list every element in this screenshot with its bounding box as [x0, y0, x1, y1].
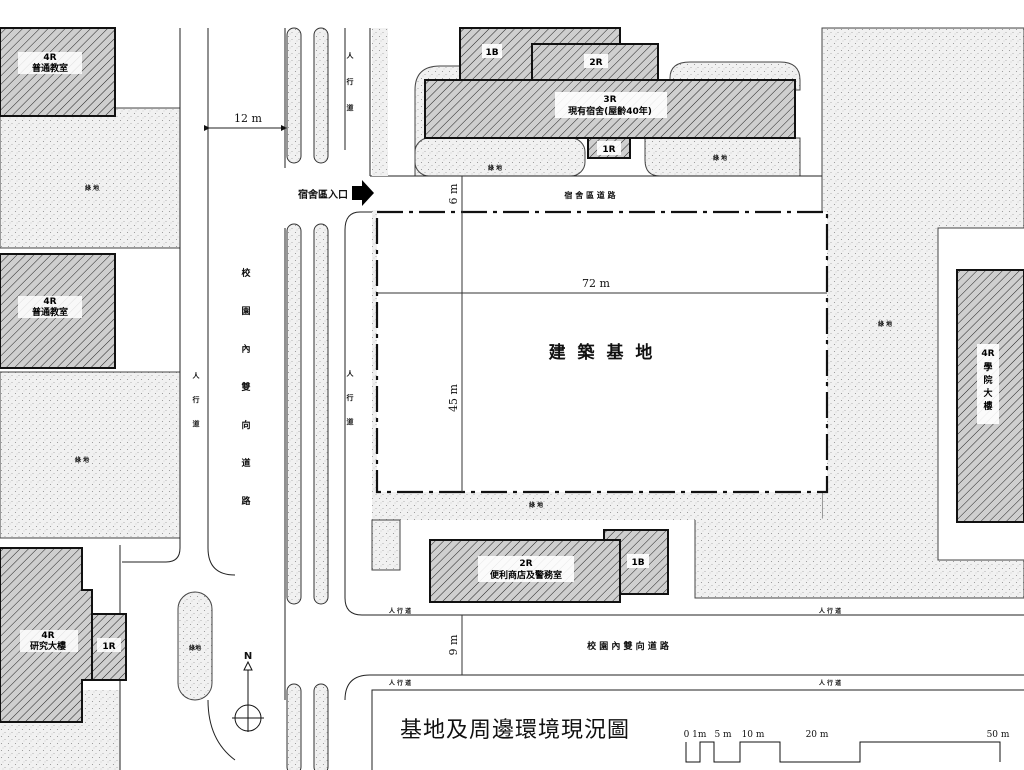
scale-tick-0: 0 1m: [684, 730, 707, 740]
svg-text:人: 人: [347, 51, 355, 60]
research-annex-floors: 1R: [102, 642, 115, 652]
sidewalk-label-left: 人 行 道: [192, 371, 201, 428]
scale-tick-4: 50 m: [987, 730, 1010, 740]
building-shop: [429, 539, 621, 603]
svg-text:人: 人: [347, 369, 355, 378]
green-label-dorm-left: 綠 地: [488, 164, 502, 172]
road-lines: [119, 28, 1024, 770]
college-name-1: 學: [983, 361, 992, 373]
green-label-island: 綠地: [189, 644, 201, 652]
bottom-road-width-label: 9 m: [447, 634, 460, 655]
svg-text:路: 路: [241, 495, 251, 507]
green-areas: [0, 27, 1024, 770]
college-floors: 4R: [981, 349, 994, 359]
scale-tick-3: 20 m: [806, 730, 829, 740]
building-labels: 4R 普通教室 4R 普通教室 4R 研究大樓 1R 1B 2R 3R 現有宿舍…: [18, 44, 999, 652]
sidewalk-label-right-top: 人 行 道: [346, 51, 355, 112]
dorm-road-label: 宿 舍 區 道 路: [564, 190, 616, 200]
research-name: 研究大樓: [30, 640, 66, 652]
road-curve-bottom: [207, 699, 236, 761]
page-title: 基地及周邊環境現況圖: [400, 718, 631, 743]
scale-tick-2: 10 m: [742, 730, 765, 740]
svg-text:園: 園: [241, 306, 250, 317]
classroom-mid-floors: 4R: [43, 297, 56, 307]
research-floors: 4R: [41, 631, 54, 641]
dorm-1b-floors: 1B: [485, 48, 498, 58]
svg-text:道: 道: [347, 417, 354, 426]
planting-strips: [286, 27, 388, 770]
svg-text:向: 向: [241, 419, 250, 431]
scale-bar: [685, 741, 1001, 763]
dorm-1r-floors: 1R: [602, 145, 615, 155]
college-name-4: 樓: [983, 400, 992, 412]
green-label-dorm-right: 綠 地: [713, 154, 727, 162]
dorm-2r-floors: 2R: [589, 58, 602, 68]
green-label-left-mid: 綠 地: [75, 456, 89, 464]
college-name-3: 大: [983, 387, 992, 399]
north-arrow-icon: N: [232, 651, 264, 732]
road-edge-left: [122, 28, 181, 563]
green-left-top: [0, 107, 181, 249]
classroom-top-floors: 4R: [43, 53, 56, 63]
classroom-mid-name: 普通教室: [32, 306, 68, 318]
strip-1: [286, 27, 302, 164]
road-edge-left-inner: [207, 28, 236, 576]
sidewalk-label-bottom-left-2: 人 行 道: [389, 679, 411, 687]
shop-name: 便利商店及警務室: [490, 569, 562, 581]
sidewalk-label-right: 人 行 道: [346, 369, 355, 426]
college-name-2: 院: [983, 374, 992, 386]
svg-text:道: 道: [241, 457, 250, 469]
sidewalk-label-bottom-right-2: 人 行 道: [819, 679, 841, 687]
svg-text:內: 內: [241, 343, 250, 355]
campus-road-horizontal-label: 校 園 內 雙 向 道 路: [587, 640, 670, 652]
entrance-arrow-icon: [352, 180, 374, 206]
green-island: [177, 591, 213, 701]
dorm-road-width-label: 6 m: [447, 183, 460, 204]
classroom-top-name: 普通教室: [32, 62, 68, 74]
svg-text:行: 行: [346, 77, 354, 86]
strip-dorm: [372, 28, 388, 176]
green-label-right: 綠 地: [878, 320, 892, 328]
sidewalk-corner: [344, 211, 372, 231]
svg-text:行: 行: [192, 395, 200, 404]
scale-labels: 0 1m 5 m 10 m 20 m 50 m: [684, 730, 1010, 740]
strip-3: [286, 223, 302, 605]
green-label-left-top: 綠 地: [85, 184, 99, 192]
site-depth-label: 45 m: [447, 383, 460, 411]
dorm-entrance-label: 宿舍區入口: [298, 188, 348, 201]
north-label: N: [244, 651, 252, 662]
road-edge-bottom-top: [344, 230, 1024, 616]
green-left-mid: [0, 371, 181, 539]
svg-text:道: 道: [347, 103, 354, 112]
strip-2: [313, 27, 329, 164]
dorm-floors: 3R: [603, 95, 616, 105]
strip-4: [313, 223, 329, 605]
road-edge-bottom-low: [344, 674, 1024, 701]
green-label-below-site: 綠 地: [529, 501, 543, 509]
svg-text:校: 校: [241, 267, 251, 279]
title-panel-border: [371, 689, 1024, 770]
campus-road-vertical-label: 校 園 內 雙 向 道 路: [241, 267, 251, 507]
green-below-site: [372, 492, 822, 520]
road-width-12m-label: 12 m: [234, 112, 262, 125]
strip-5: [286, 683, 302, 770]
building-site: [375, 210, 829, 494]
svg-text:行: 行: [346, 393, 354, 402]
strip-6: [313, 683, 329, 770]
site-label: 建 築 基 地: [549, 342, 656, 363]
site-width-label: 72 m: [582, 277, 610, 290]
map-labels: 建 築 基 地 72 m 45 m 6 m 9 m 12 m 宿 舍 區 道 路…: [75, 51, 892, 687]
sidewalk-label-bottom-left-1: 人 行 道: [389, 607, 411, 615]
green-below-site-left: [371, 519, 401, 571]
scale-tick-1: 5 m: [714, 730, 732, 740]
svg-text:人: 人: [193, 371, 201, 380]
sidewalk-label-bottom-right-1: 人 行 道: [819, 607, 841, 615]
shop-1b-floors: 1B: [631, 558, 644, 568]
svg-text:雙: 雙: [241, 381, 250, 393]
svg-text:道: 道: [193, 419, 200, 428]
shop-floors: 2R: [519, 559, 532, 569]
dorm-name: 現有宿舍(屋齡40年): [568, 105, 652, 117]
